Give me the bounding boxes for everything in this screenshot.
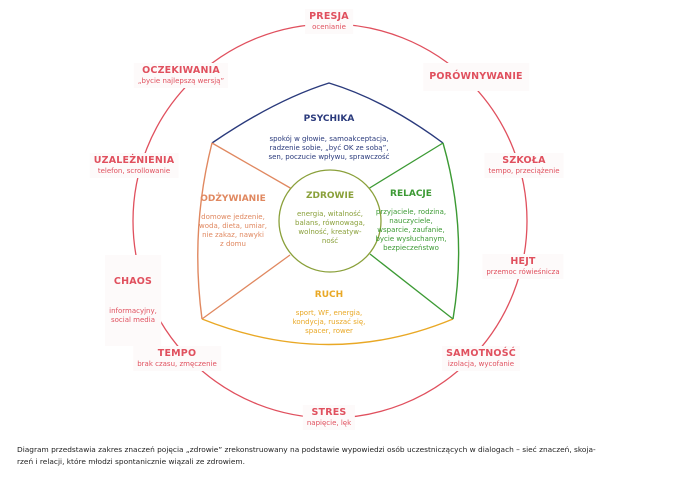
node-porownywanie: PORÓWNYWANIE (423, 63, 529, 91)
node-sub: izolacja, wycofanie (447, 360, 515, 368)
sector-title: PSYCHIKA (303, 114, 355, 124)
node-title: PORÓWNYWANIE (429, 71, 523, 82)
node-title: PRESJA (309, 11, 349, 22)
sector-sub: przyjaciele, rodzina, nauczyciele, wspar… (375, 208, 447, 252)
sector-title: RELACJE (390, 189, 432, 199)
center-title: ZDROWIE (305, 191, 354, 201)
node-szkola: SZKOŁA tempo, przeciążenie (484, 153, 564, 178)
spoke-bottom-right (369, 253, 454, 320)
ruch-arc (201, 318, 454, 346)
node-presja: PRESJA ocenianie (305, 9, 353, 34)
sector-psychika: PSYCHIKA spokój w głowie, samoakceptacja… (268, 113, 389, 162)
caption: Diagram przedstawia zakres znaczeń pojęc… (17, 445, 596, 466)
sector-relacje: RELACJE przyjaciele, rodzina, nauczyciel… (375, 188, 446, 253)
sector-sub: spokój w głowie, samoakceptacja, radzeni… (268, 135, 390, 161)
node-title: HEJT (510, 256, 536, 267)
sector-ruch: RUCH sport, WF, energia, kondycja, rusza… (293, 289, 366, 336)
relacje-arc (442, 142, 460, 320)
center-zdrowie: ZDROWIE energia, witalność, balans, równ… (295, 190, 365, 246)
sector-odzywianie: ODŻYWIANIE domowe jedzenie, woda, dieta,… (199, 193, 267, 249)
spoke-top-right (367, 142, 444, 190)
center-sub: energia, witalność, balans, równowaga, w… (295, 210, 365, 245)
node-sub: ocenianie (312, 23, 346, 31)
node-title: TEMPO (157, 348, 197, 359)
node-hejt: HEJT przemoc rówieśnicza (482, 254, 564, 279)
node-chaos: CHAOS informacyjny, social media (105, 255, 161, 346)
spoke-bottom-left (201, 254, 291, 320)
node-title: SAMOTNOŚĆ (446, 348, 516, 359)
node-sub: „bycie najlepszą wersją” (137, 77, 225, 85)
node-sub: napięcie, lęk (306, 419, 352, 427)
node-samotnosc: SAMOTNOŚĆ izolacja, wycofanie (442, 346, 520, 371)
node-sub: tempo, przeciążenie (488, 167, 560, 175)
node-sub: informacyjny, social media (109, 307, 157, 324)
node-title: STRES (311, 407, 347, 418)
sector-title: ODŻYWIANIE (200, 194, 266, 204)
node-sub: brak czasu, zmęczenie (137, 360, 217, 368)
center-circle (278, 169, 382, 273)
node-stres: STRES napięcie, lęk (302, 405, 356, 430)
sector-sub: sport, WF, energia, kondycja, ruszać się… (292, 309, 366, 335)
node-uzaleznienia: UZALEŻNIENIA telefon, scrollowanie (89, 153, 179, 178)
spoke-top-left (211, 142, 293, 190)
sector-sub: domowe jedzenie, woda, dieta, umiar, nie… (199, 213, 267, 248)
sector-title: RUCH (314, 290, 344, 300)
node-title: SZKOŁA (502, 155, 546, 166)
node-title: CHAOS (113, 276, 153, 287)
node-tempo: TEMPO brak czasu, zmęczenie (133, 346, 221, 371)
node-sub: telefon, scrollowanie (97, 167, 171, 175)
node-title: OCZEKIWANIA (142, 65, 220, 76)
odzywianie-arc (197, 142, 213, 320)
psychika-arc (211, 82, 444, 144)
node-title: UZALEŻNIENIA (93, 155, 175, 166)
node-oczekiwania: OCZEKIWANIA „bycie najlepszą wersją” (133, 63, 229, 88)
node-sub: przemoc rówieśnicza (486, 268, 560, 276)
